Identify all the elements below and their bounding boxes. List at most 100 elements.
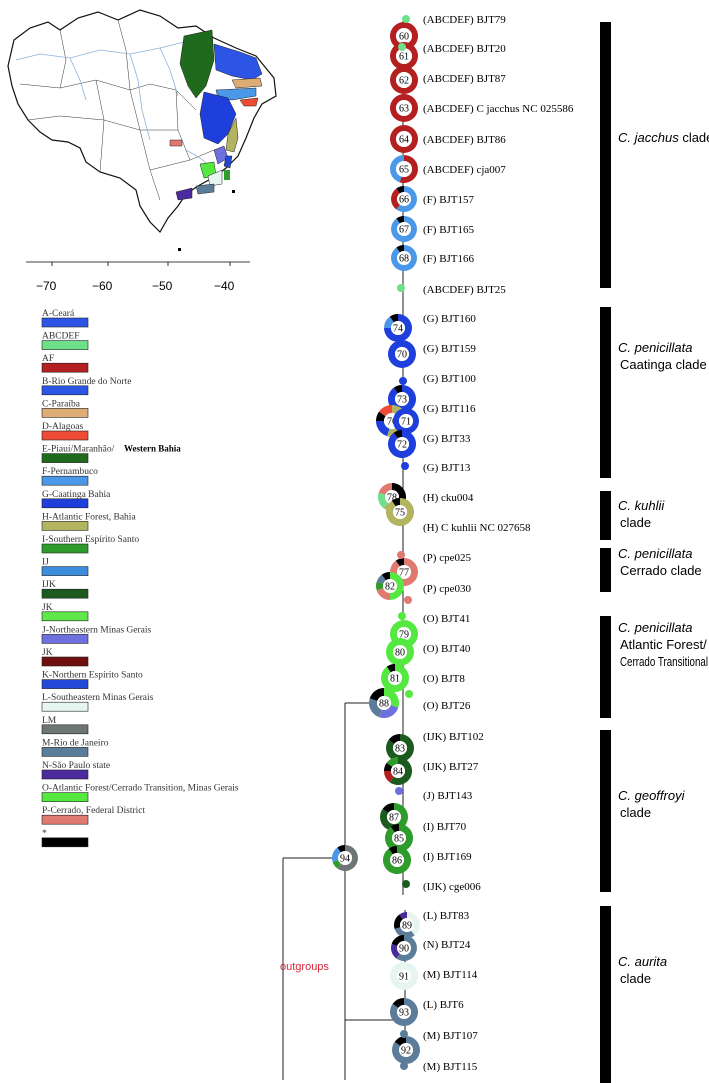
- node-pie: [390, 66, 418, 94]
- pie-slice: [384, 314, 412, 342]
- map-marker: [178, 248, 181, 251]
- pie-slice: [393, 408, 419, 434]
- legend-swatch: [41, 634, 89, 644]
- node-support-value: 89: [402, 921, 412, 932]
- pie-slice: [379, 705, 399, 718]
- region-AB: [213, 43, 263, 81]
- node-support-value: 87: [389, 813, 399, 824]
- pie-center: [393, 741, 407, 755]
- tip-label: (F) BJT165: [423, 224, 475, 236]
- node-pie: [391, 216, 417, 242]
- pie-slice: [385, 824, 413, 852]
- clade-label-line2: Atlantic Forest/: [620, 637, 707, 652]
- pie-slice: [396, 935, 418, 962]
- map-axis-tick-label: −60: [92, 279, 113, 293]
- tip-label: (IJK) BJT27: [423, 761, 479, 773]
- pie-center: [395, 437, 409, 451]
- legend-swatch: [41, 340, 89, 350]
- pie-slice: [379, 808, 394, 831]
- clade-label: C. kuhlii: [618, 498, 665, 513]
- node-pie: [379, 803, 408, 831]
- tip-label: (ABCDEF) C jacchus NC 025586: [423, 103, 574, 115]
- region-E: [179, 29, 215, 99]
- pie-slice: [399, 155, 419, 183]
- pie-slice: [392, 1036, 421, 1064]
- pie-slice: [386, 664, 395, 673]
- region-N: [175, 187, 193, 201]
- tip-label: (ABCDEF) BJT25: [423, 284, 506, 296]
- pie-slice: [386, 498, 415, 527]
- tip-label: (O) BJT40: [423, 643, 471, 655]
- tip-label: (P) cpe030: [423, 583, 471, 595]
- clade-label: C. geoffroyi: [618, 788, 686, 803]
- clade-species: C. penicillata: [618, 546, 692, 561]
- node-pie: [392, 1036, 421, 1064]
- map-axis-tick-label: −40: [214, 279, 235, 293]
- node-pie: [386, 638, 414, 666]
- map-axis-tick-label: −70: [36, 279, 57, 293]
- node-support-value: 67: [399, 225, 409, 236]
- pie-slice: [376, 421, 390, 437]
- outgroup-label: outgroups: [280, 961, 329, 973]
- tip-label: (F) BJT157: [423, 194, 475, 206]
- node-pie: [394, 912, 421, 939]
- tip-dot: [402, 880, 410, 888]
- pie-center: [397, 192, 411, 206]
- legend-swatch: [41, 611, 89, 622]
- region-C: [231, 77, 263, 89]
- legend-label: JK: [42, 648, 53, 658]
- legend-swatch: [41, 453, 89, 463]
- node-support-value: 68: [399, 254, 409, 265]
- tip-label: (G) BJT100: [423, 373, 476, 385]
- node-pie: [386, 734, 414, 763]
- tip-dot: [398, 43, 406, 51]
- clade-species: C. penicillata: [618, 620, 692, 635]
- region-H: [225, 117, 239, 153]
- pie-center: [397, 251, 411, 265]
- node-support-value: 77: [399, 568, 409, 579]
- node-support-value: 80: [395, 648, 405, 659]
- pie-slice: [386, 734, 414, 763]
- legend-swatch: [41, 701, 89, 712]
- node-support-value: 76: [387, 417, 397, 428]
- node-support-value: 75: [395, 508, 405, 519]
- pie-slice: [399, 912, 407, 920]
- node-support-value: 63: [399, 104, 409, 115]
- pie-slice: [391, 245, 417, 271]
- tip-label: (G) BJT33: [423, 433, 471, 445]
- legend-swatch: [41, 475, 89, 486]
- clade-bar: [600, 548, 611, 592]
- pie-center: [395, 392, 409, 406]
- node-pie: [386, 498, 415, 527]
- legend-label: M-Rio de Janeiro: [42, 738, 109, 748]
- tip-label: (L) BJT83: [423, 910, 470, 922]
- pie-slice: [331, 847, 341, 863]
- tip-dot: [398, 612, 406, 620]
- tip-dot: [400, 1030, 408, 1038]
- legend-swatch: [41, 724, 89, 735]
- legend-swatch: [41, 385, 89, 396]
- node-support-value: 60: [399, 32, 409, 43]
- node-support-value: 86: [392, 856, 402, 867]
- pie-center: [396, 100, 412, 116]
- node-pie: [388, 340, 416, 368]
- pie-slice: [376, 574, 386, 584]
- node-support-value: 74: [393, 324, 403, 335]
- pie-slice: [395, 558, 404, 567]
- node-support-value: 61: [399, 52, 409, 63]
- clade-label-line2: clade: [620, 805, 651, 820]
- pie-slice: [384, 762, 393, 771]
- clade-species: C. aurita: [618, 954, 667, 969]
- clade-suffix: clade: [679, 130, 709, 145]
- clade-bar: [600, 491, 611, 540]
- pie-center: [397, 565, 411, 579]
- legend-label: IJ: [42, 558, 49, 568]
- pie-center: [397, 969, 411, 983]
- tip-label: (IJK) cge006: [423, 881, 481, 893]
- pie-slice: [391, 943, 400, 959]
- brazil-map: −70−60−50−40: [7, 9, 277, 293]
- pie-slice: [378, 492, 388, 509]
- pie-center: [397, 222, 411, 236]
- node-support-value: 88: [379, 699, 389, 710]
